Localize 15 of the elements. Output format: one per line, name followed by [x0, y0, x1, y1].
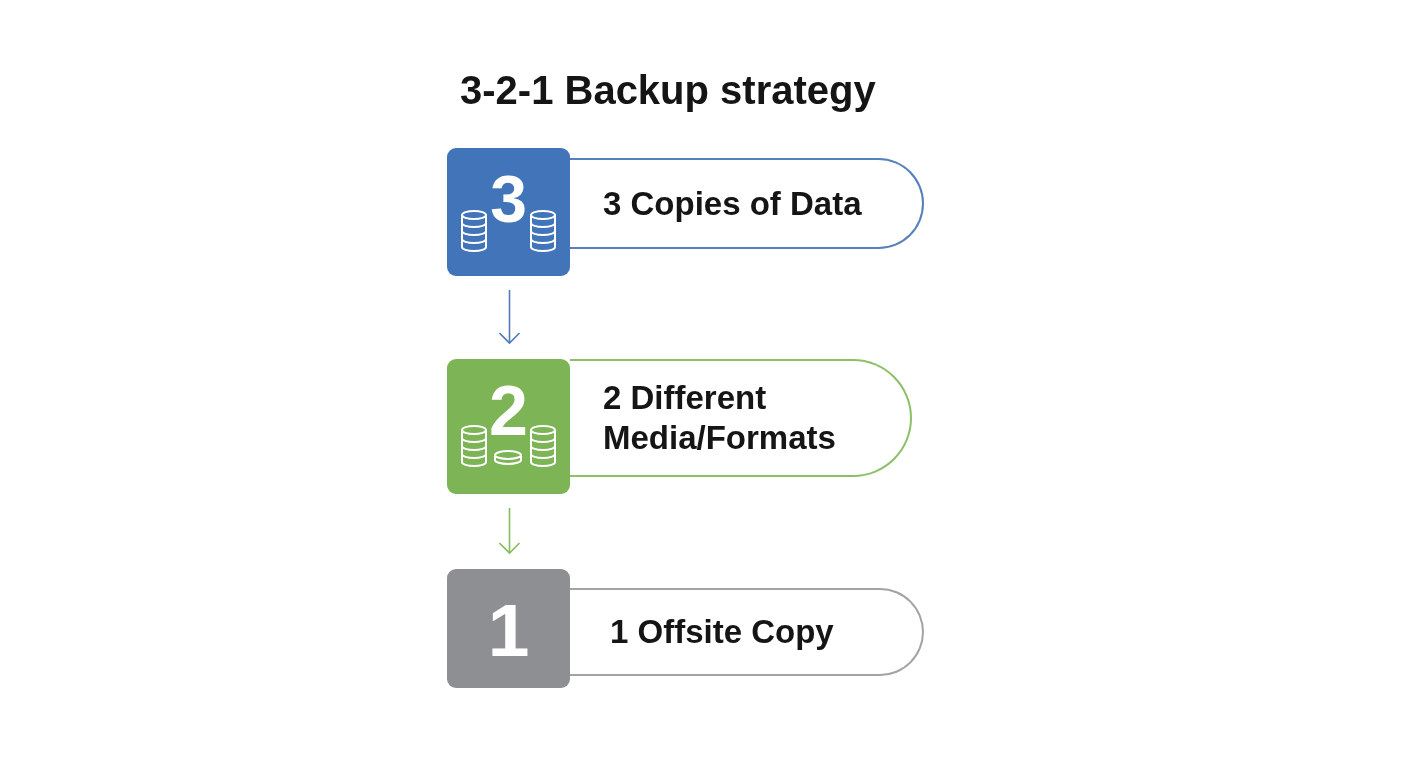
number-tile [447, 148, 570, 276]
step-label: 2 Different Media/Formats [603, 378, 837, 458]
step-label: 1 Offsite Copy [610, 612, 835, 652]
step-pill [570, 359, 912, 477]
step-number: 3 [490, 166, 527, 232]
arrow [498, 507, 521, 554]
number-tile [447, 359, 570, 494]
step-number: 2 [489, 376, 528, 446]
step-label: 3 Copies of Data [603, 183, 863, 224]
diagram-title: 3-2-1 Backup strategy [460, 70, 876, 110]
arrow [498, 289, 521, 344]
step-number: 1 [487, 593, 530, 668]
step-pill [570, 158, 924, 249]
step-pill [570, 588, 924, 676]
number-tile [447, 569, 570, 688]
